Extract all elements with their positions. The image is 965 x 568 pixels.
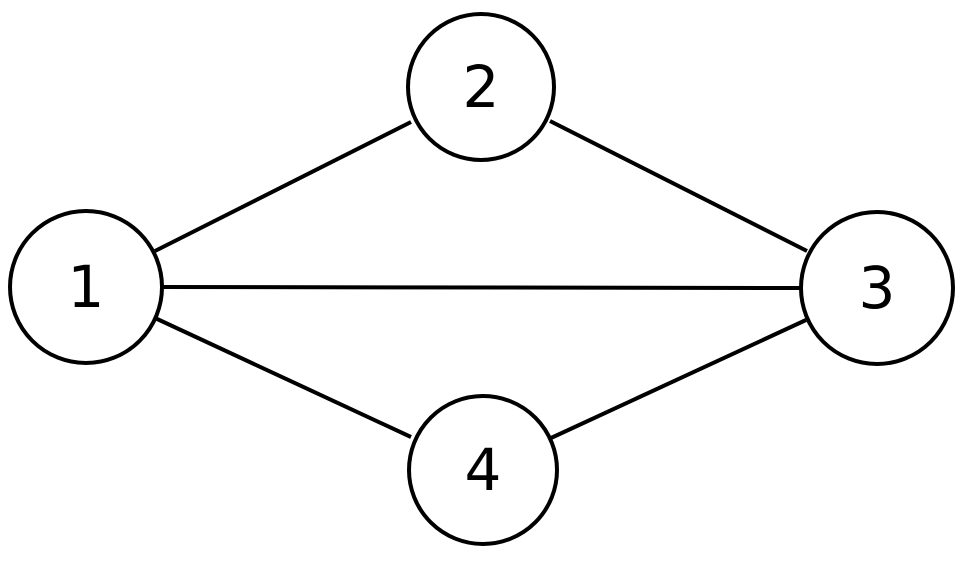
edge-4-3[interactable] xyxy=(550,318,807,440)
node-1[interactable]: 1 xyxy=(8,209,164,365)
node-2-circle[interactable] xyxy=(406,12,556,162)
node-3[interactable]: 3 xyxy=(799,210,955,366)
node-1-circle[interactable] xyxy=(8,209,164,365)
node-3-circle[interactable] xyxy=(799,210,955,366)
edge-1-3[interactable] xyxy=(161,285,802,290)
edge-2-3[interactable] xyxy=(549,119,808,253)
node-4-circle[interactable] xyxy=(407,394,559,546)
edge-1-2[interactable] xyxy=(154,120,412,253)
node-4[interactable]: 4 xyxy=(407,394,559,546)
node-2[interactable]: 2 xyxy=(406,12,556,162)
edge-layer xyxy=(154,119,808,440)
edge-1-4[interactable] xyxy=(154,316,412,439)
